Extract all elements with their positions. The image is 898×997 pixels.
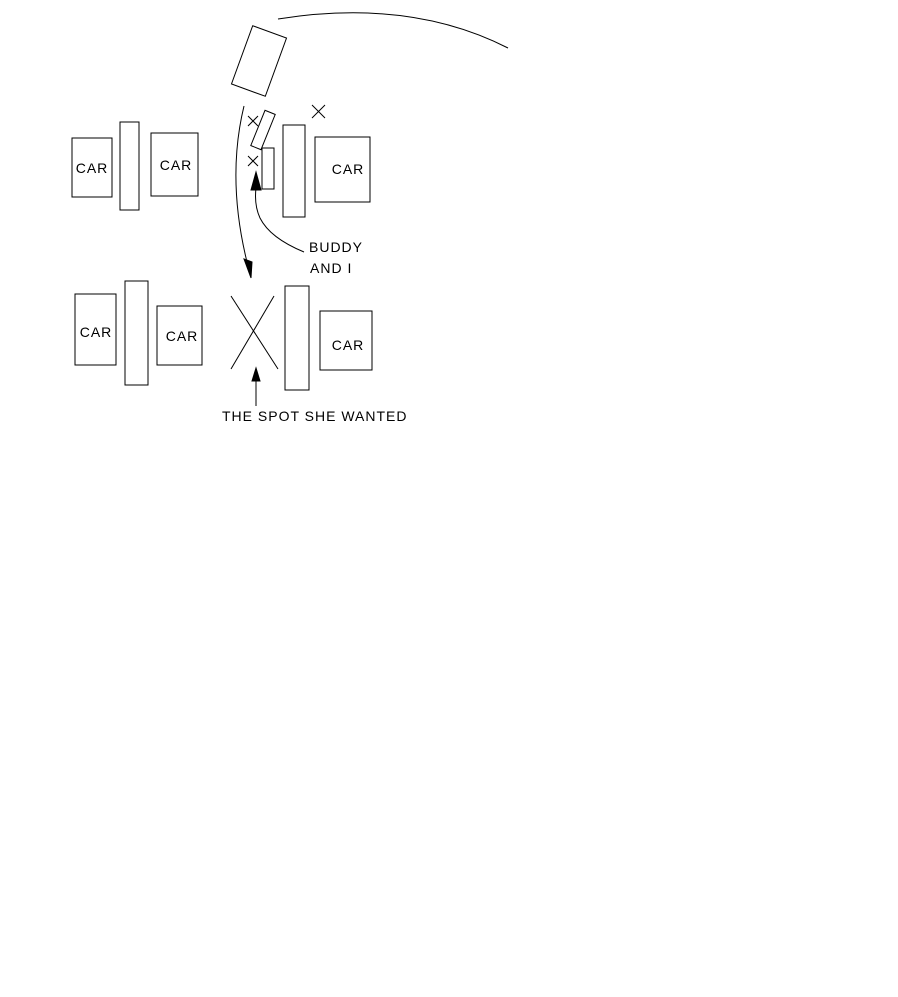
parked-car-top-2 [150, 132, 199, 197]
car-label: CAR [166, 328, 199, 344]
buddy-pointer-line [255, 187, 305, 253]
curb-divider-top-left [119, 121, 140, 211]
buddy-car-tilted [250, 109, 276, 151]
parked-car-bottom-3 [319, 310, 373, 371]
buddy-label-line2: AND I [310, 260, 352, 276]
entering-car-path-arrowhead [243, 258, 253, 279]
approach-path-arc [277, 12, 509, 49]
x-mark-icon [247, 115, 259, 127]
parked-car-top-1 [71, 137, 113, 198]
buddy-label-line1: BUDDY [309, 239, 363, 255]
buddy-car [261, 147, 275, 190]
entering-car-path [235, 105, 249, 267]
parked-car-bottom-1 [74, 293, 117, 366]
car-label: CAR [332, 337, 365, 353]
x-mark-icon [247, 155, 259, 167]
curb-divider-bottom-left [124, 280, 149, 386]
buddy-pointer-arrowhead [250, 170, 262, 191]
entering-car [230, 25, 288, 97]
spot-label: THE SPOT SHE WANTED [222, 408, 407, 424]
car-label: CAR [80, 324, 113, 340]
desired-spot-x-mark [230, 295, 279, 370]
car-label: CAR [332, 161, 365, 177]
spot-pointer-arrowhead [251, 366, 261, 382]
curb-divider-bottom-right [284, 285, 310, 391]
curb-divider-top-right [282, 124, 306, 218]
car-label: CAR [160, 157, 193, 173]
parked-car-top-3 [314, 136, 371, 203]
x-mark-icon [311, 104, 326, 119]
car-label: CAR [76, 160, 109, 176]
parked-car-bottom-2 [156, 305, 203, 366]
